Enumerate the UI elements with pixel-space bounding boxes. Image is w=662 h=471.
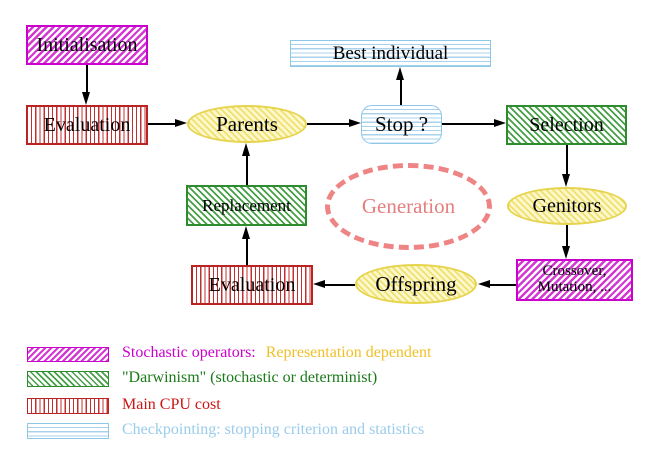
node-stop: Stop ? bbox=[361, 105, 442, 144]
arrow-shaft bbox=[86, 65, 88, 93]
node-crossover-line1: Crossover, bbox=[542, 263, 607, 280]
arrow-shaft bbox=[325, 284, 355, 286]
arrow-head bbox=[349, 119, 361, 127]
arrow-shaft bbox=[246, 156, 248, 185]
legend-item-cpu-cost: Main CPU cost bbox=[122, 396, 221, 413]
arrow-shaft bbox=[246, 239, 248, 265]
arrow-shaft bbox=[490, 284, 516, 286]
legend-label-representation: Representation dependent bbox=[265, 344, 432, 361]
arrow-head bbox=[562, 246, 570, 259]
legend-swatch-red-stripes bbox=[27, 398, 109, 414]
node-best-individual-label: Best individual bbox=[332, 42, 449, 64]
node-offspring: Offspring bbox=[355, 264, 477, 304]
arrow-head bbox=[562, 174, 570, 187]
arrow-shaft bbox=[400, 80, 402, 105]
legend-swatch-cyan-stripes bbox=[27, 423, 109, 439]
arrow-head bbox=[242, 143, 250, 156]
node-evaluation-bottom: Evaluation bbox=[191, 265, 313, 305]
legend-label-stochastic: Stochastic operators: bbox=[122, 344, 256, 361]
node-initialisation-label: Initialisation bbox=[36, 33, 138, 56]
node-evaluation-top: Evaluation bbox=[26, 105, 148, 145]
legend-item-checkpointing: Checkpointing: stopping criterion and st… bbox=[122, 421, 425, 438]
node-parents: Parents bbox=[187, 105, 307, 143]
legend-item-darwinism: "Darwinism" (stochastic or determinist) bbox=[122, 369, 378, 386]
node-offspring-label: Offspring bbox=[375, 271, 457, 296]
node-parents-label: Parents bbox=[216, 111, 278, 136]
node-selection: Selection bbox=[506, 105, 627, 145]
arrow-head bbox=[82, 92, 90, 105]
node-crossover-mutation: Crossover, Mutation, ... bbox=[516, 259, 633, 301]
arrow-shaft bbox=[566, 225, 568, 246]
arrow-head bbox=[313, 280, 325, 288]
generation-cycle-ellipse: Generation bbox=[325, 163, 492, 250]
node-replacement: Replacement bbox=[186, 185, 307, 226]
arrow-head bbox=[242, 226, 250, 239]
arrow-shaft bbox=[442, 123, 495, 125]
node-genitors-label: Genitors bbox=[532, 194, 602, 217]
arrow-shaft bbox=[307, 123, 350, 125]
generation-label: Generation bbox=[361, 194, 456, 218]
arrow-shaft bbox=[148, 123, 176, 125]
legend-item-stochastic-operators: Stochastic operators: Representation dep… bbox=[122, 344, 431, 362]
legend-swatch-magenta-hatch bbox=[27, 347, 109, 362]
node-initialisation: Initialisation bbox=[26, 25, 148, 65]
arrow-head bbox=[396, 67, 404, 80]
node-genitors: Genitors bbox=[507, 187, 627, 225]
node-stop-label: Stop ? bbox=[374, 112, 429, 137]
node-evaluation-top-label: Evaluation bbox=[43, 113, 131, 136]
arrow-shaft bbox=[566, 145, 568, 174]
node-replacement-label: Replacement bbox=[202, 195, 291, 215]
arrow-head bbox=[494, 119, 506, 127]
node-evaluation-bottom-label: Evaluation bbox=[208, 273, 296, 296]
legend-swatch-green-hatch bbox=[27, 371, 109, 387]
arrow-head bbox=[478, 280, 490, 288]
node-selection-label: Selection bbox=[529, 113, 604, 136]
node-best-individual: Best individual bbox=[290, 40, 491, 67]
arrow-head bbox=[175, 119, 187, 127]
node-crossover-line2: Mutation, ... bbox=[537, 279, 612, 295]
